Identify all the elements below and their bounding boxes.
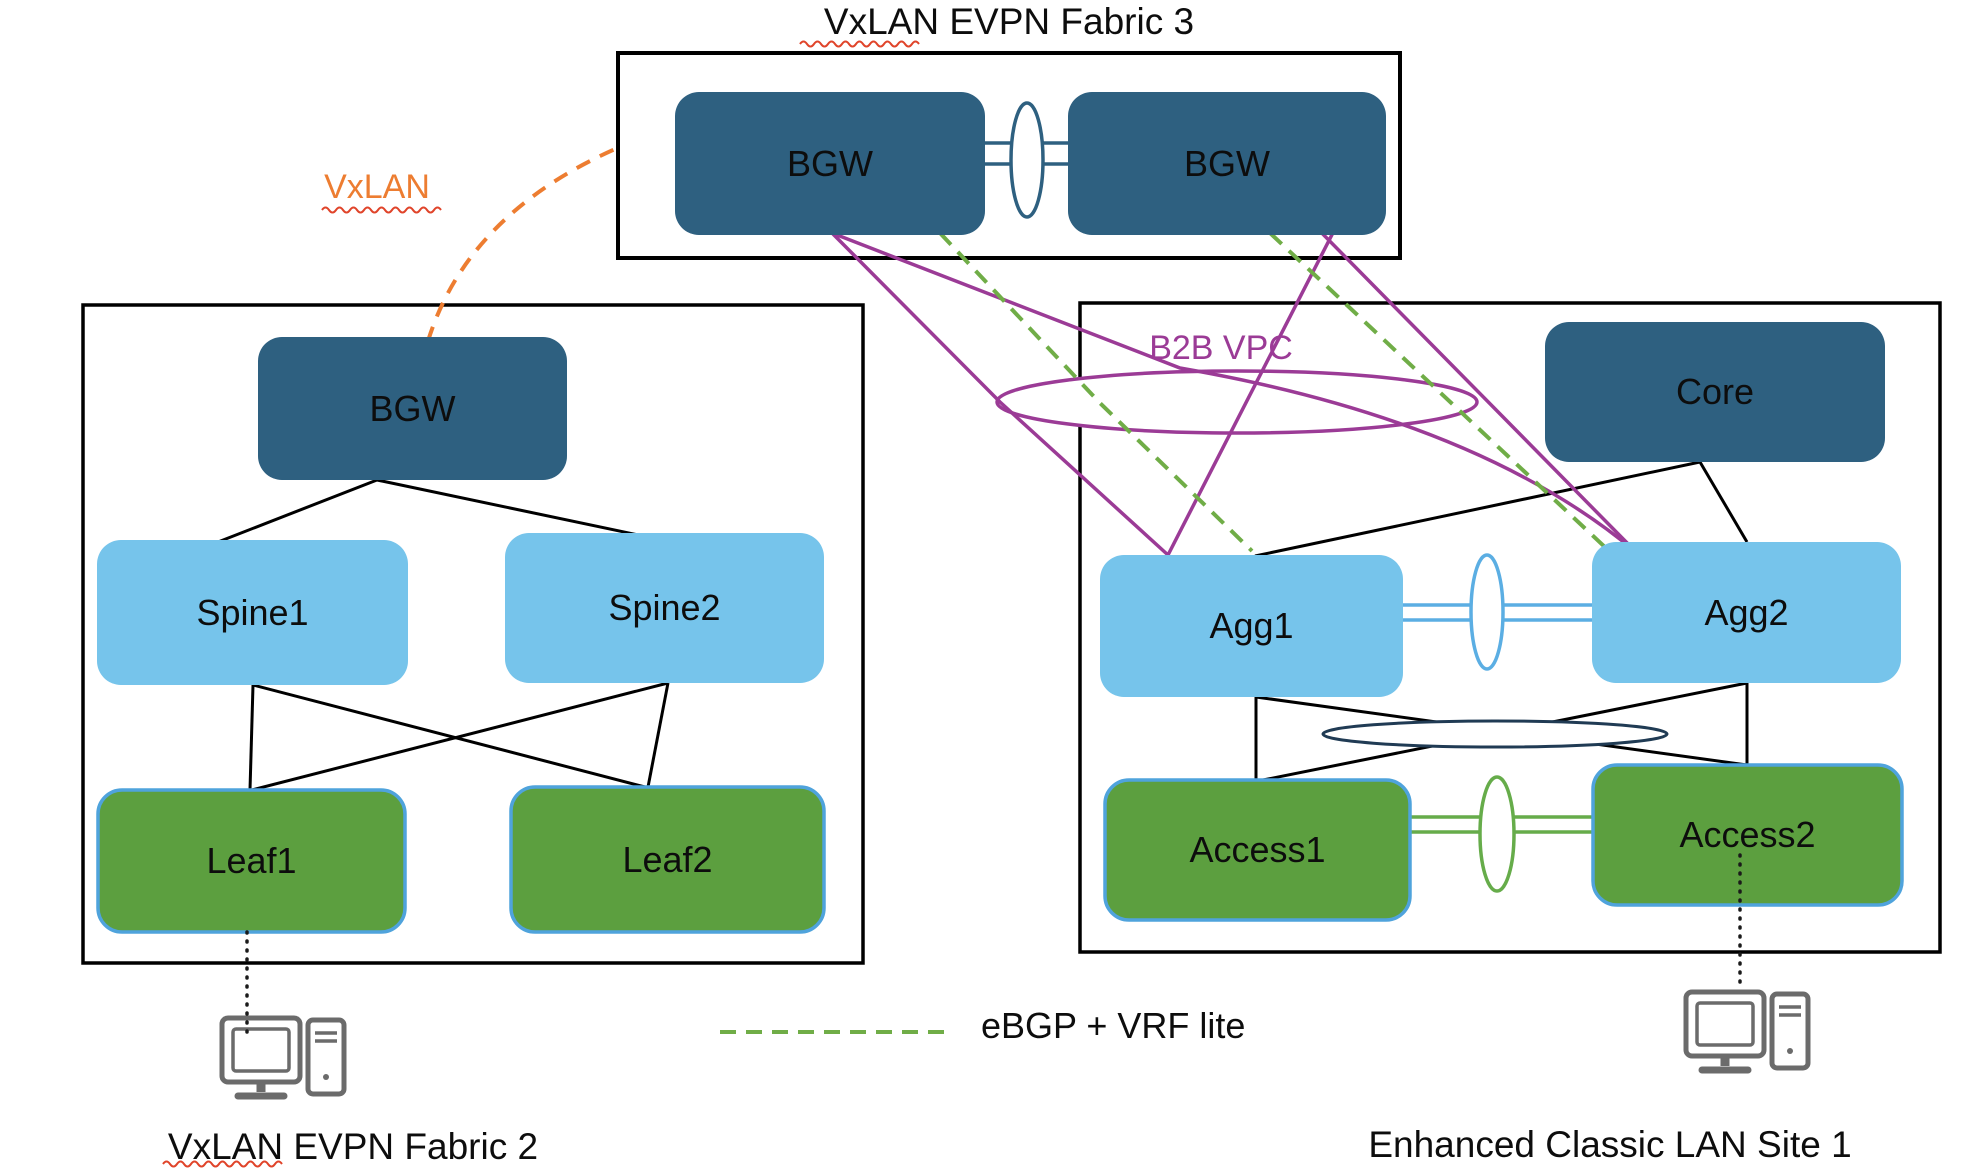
vpc-ellipse-fabric3: [1009, 101, 1045, 219]
spellcheck-squiggles: [162, 40, 920, 1168]
b2b-link-bgwL-agg2: [831, 231, 1639, 555]
squiggle-title-fabric2: [162, 1160, 283, 1168]
desktop-pc-icon: [219, 1015, 347, 1100]
vpc-link-access: [1410, 775, 1593, 893]
link-core-agg1: [1254, 460, 1701, 558]
node-label-f3-bgw-left: BGW: [787, 142, 873, 184]
b2b-link-bgwL-agg1: [830, 231, 1170, 557]
b2b-link-bgwR-agg2: [1306, 217, 1639, 555]
b2b-vpc-ellipse: [995, 369, 1479, 435]
node-agg2: [1592, 542, 1901, 683]
vpc-peerlink-ellipse: [1321, 719, 1669, 749]
link-bgw-spine1: [217, 478, 378, 544]
node-f3-bgw-left: [675, 92, 985, 235]
site1-box: [1078, 301, 1942, 954]
node-boxes: [96, 92, 1904, 934]
node-label-f2-bgw: BGW: [369, 387, 456, 429]
node-label-leaf2: Leaf2: [622, 838, 713, 880]
node-label-spine2: Spine2: [608, 587, 721, 628]
host-dotted-links: [245, 853, 1742, 1042]
node-label-core: Core: [1675, 371, 1755, 412]
fabric2-box: [81, 303, 865, 965]
site1-title: Enhanced Classic LAN Site 1: [1368, 1124, 1852, 1165]
node-label-leaf1: Leaf1: [206, 840, 297, 881]
fabric3-box: [616, 51, 1402, 260]
node-label-agg2: Agg2: [1704, 591, 1789, 633]
node-leaf1: [96, 788, 407, 934]
vpc-link-agg: [1403, 553, 1592, 671]
node-access1: [1103, 778, 1412, 922]
desktop-pc-icon: [1686, 992, 1808, 1070]
node-label-access1: Access1: [1189, 829, 1326, 870]
ebgp-link-bgwL-agg1: [938, 231, 1254, 553]
link-core-agg2: [1698, 461, 1749, 543]
vpc-link-fabric3: [985, 101, 1068, 219]
squiggle-title-fabric3: [799, 40, 920, 48]
node-f2-bgw: [258, 337, 567, 480]
link-spine2-leaf2: [646, 682, 670, 788]
node-core: [1545, 322, 1885, 462]
fabric-boxes: [81, 51, 1942, 965]
b2b-vpc-label: B2B VPC: [1149, 328, 1293, 367]
vxlan-link-label: VxLAN: [324, 167, 430, 206]
ebgp-links: [720, 231, 1609, 1034]
vpc-ellipse-agg: [1469, 553, 1505, 671]
link-spine1-leaf1: [248, 684, 255, 791]
vxlan-link-curve: [426, 144, 623, 342]
node-label-agg1: Agg1: [1209, 605, 1294, 646]
node-spine1: [97, 540, 408, 685]
vpc-ellipse-access: [1478, 775, 1516, 893]
node-leaf2: [509, 785, 826, 934]
node-label-spine1: Spine1: [196, 591, 309, 633]
node-label-access2: Access2: [1679, 814, 1816, 855]
node-agg1: [1100, 555, 1403, 697]
b2b-vpc-links: [830, 217, 1639, 557]
legend-ebgp-label: eBGP + VRF lite: [981, 1005, 1246, 1046]
node-f3-bgw-right: [1068, 92, 1386, 235]
node-label-f3-bgw-right: BGW: [1184, 142, 1270, 184]
link-spine1-leaf2: [252, 683, 646, 789]
link-spine2-leaf1: [251, 681, 669, 792]
squiggle-vxlan-label: [321, 206, 442, 214]
node-access2: [1591, 763, 1904, 907]
node-spine2: [505, 533, 824, 683]
fabric2-title: VxLAN EVPN Fabric 2: [167, 1126, 539, 1167]
link-bgw-spine2: [376, 478, 649, 539]
fabric3-title: VxLAN EVPN Fabric 3: [823, 1, 1195, 42]
